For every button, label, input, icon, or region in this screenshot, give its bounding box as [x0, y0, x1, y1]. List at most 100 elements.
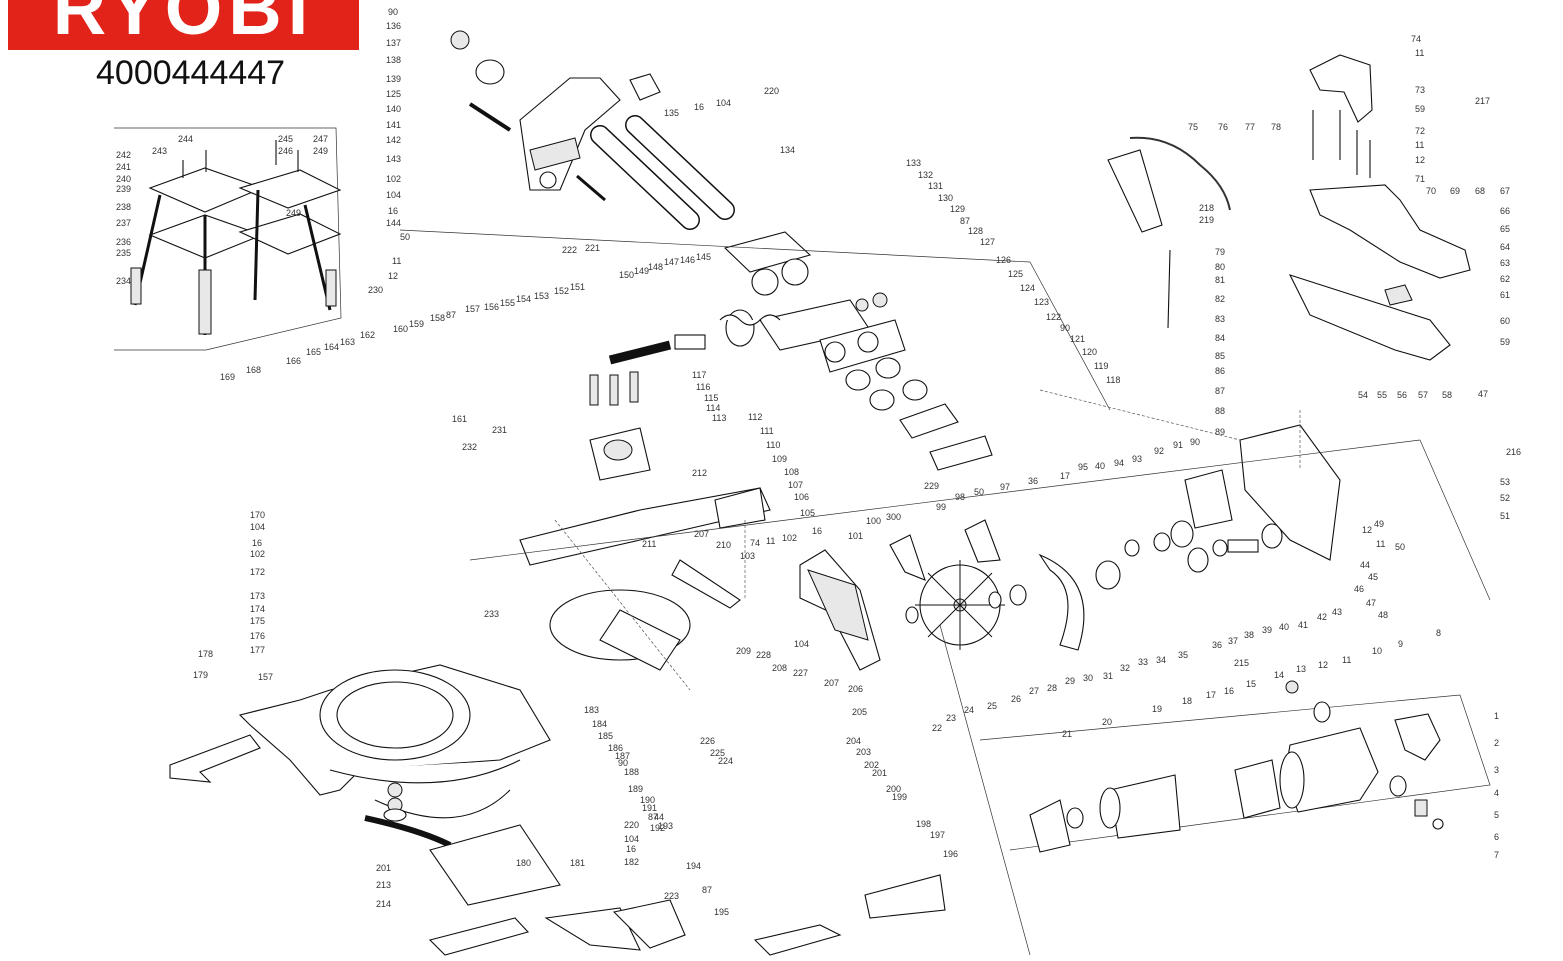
callout-146: 146 — [680, 255, 695, 265]
callout-43: 43 — [1332, 607, 1342, 617]
miter-table-base — [169, 589, 691, 848]
callout-36: 36 — [1028, 476, 1038, 486]
saw-blade-guard — [889, 519, 1085, 651]
callout-220: 220 — [624, 820, 639, 830]
callout-18: 18 — [1182, 696, 1192, 706]
callout-70: 70 — [1426, 186, 1436, 196]
callout-111: 111 — [760, 426, 774, 436]
callout-1: 1 — [1494, 711, 1499, 721]
callout-213: 213 — [376, 880, 391, 890]
callout-198: 198 — [916, 819, 931, 829]
callout-168: 168 — [246, 365, 261, 375]
callout-220: 220 — [764, 86, 779, 96]
callout-89: 89 — [1215, 427, 1225, 437]
callout-51: 51 — [1500, 511, 1510, 521]
callout-125: 125 — [1008, 269, 1023, 279]
callout-133: 133 — [906, 158, 921, 168]
callout-79: 79 — [1215, 247, 1225, 257]
callout-78: 78 — [1271, 122, 1281, 132]
callout-labels: 9013613713813912514014114214310210416144… — [116, 7, 1521, 917]
callout-132: 132 — [918, 170, 933, 180]
callout-50: 50 — [974, 487, 984, 497]
callout-181: 181 — [570, 858, 585, 868]
callout-227: 227 — [793, 668, 808, 678]
callout-92: 92 — [1154, 446, 1164, 456]
callout-95: 95 — [1078, 462, 1088, 472]
callout-30: 30 — [1083, 673, 1093, 683]
callout-150: 150 — [619, 270, 634, 280]
callout-157: 157 — [465, 304, 480, 314]
callout-216: 216 — [1506, 447, 1521, 457]
callout-156: 156 — [484, 302, 499, 312]
callout-74: 74 — [1411, 34, 1421, 44]
callout-128: 128 — [968, 226, 983, 236]
callout-67: 67 — [1500, 186, 1510, 196]
callout-8: 8 — [1436, 628, 1441, 638]
callout-41: 41 — [1298, 620, 1308, 630]
callout-183: 183 — [584, 705, 599, 715]
callout-188: 188 — [624, 767, 639, 777]
callout-142: 142 — [386, 135, 401, 145]
callout-185: 185 — [598, 731, 613, 741]
callout-117: 117 — [692, 370, 706, 380]
callout-88: 88 — [1215, 406, 1225, 416]
callout-206: 206 — [848, 684, 863, 694]
callout-130: 130 — [938, 193, 953, 203]
callout-179: 179 — [193, 670, 208, 680]
part-number: 4000444447 — [96, 54, 286, 92]
callout-237: 237 — [116, 218, 131, 228]
callout-11: 11 — [1415, 48, 1424, 58]
callout-85: 85 — [1215, 351, 1225, 361]
callout-119: 119 — [1094, 361, 1108, 371]
callout-134: 134 — [780, 145, 795, 155]
callout-27: 27 — [1029, 686, 1039, 696]
callout-169: 169 — [220, 372, 235, 382]
callout-46: 46 — [1354, 584, 1364, 594]
callout-221: 221 — [585, 243, 600, 253]
callout-28: 28 — [1047, 683, 1057, 693]
callout-40: 40 — [1095, 461, 1105, 471]
callout-209: 209 — [736, 646, 751, 656]
callout-170: 170 — [250, 510, 265, 520]
callout-11: 11 — [392, 256, 401, 266]
callout-16: 16 — [626, 844, 636, 854]
callout-226: 226 — [700, 736, 715, 746]
callout-176: 176 — [250, 631, 265, 641]
callout-203: 203 — [856, 747, 871, 757]
callout-38: 38 — [1244, 630, 1254, 640]
callout-48: 48 — [1378, 610, 1388, 620]
callout-98: 98 — [955, 492, 965, 502]
callout-73: 73 — [1415, 85, 1425, 95]
callout-114: 114 — [706, 403, 720, 413]
callout-17: 17 — [1060, 471, 1070, 481]
callout-104: 104 — [250, 522, 265, 532]
callout-189: 189 — [628, 784, 643, 794]
callout-57: 57 — [1418, 390, 1428, 400]
callout-36: 36 — [1212, 640, 1222, 650]
callout-204: 204 — [846, 736, 861, 746]
callout-126: 126 — [996, 255, 1011, 265]
callout-123: 123 — [1034, 297, 1049, 307]
callout-229: 229 — [924, 481, 939, 491]
callout-91: 91 — [1173, 440, 1183, 450]
callout-246: 246 — [278, 146, 293, 156]
callout-154: 154 — [516, 294, 531, 304]
callout-196: 196 — [943, 849, 958, 859]
callout-102: 102 — [250, 549, 265, 559]
callout-6: 6 — [1494, 832, 1499, 842]
callout-129: 129 — [950, 204, 965, 214]
callout-140: 140 — [386, 104, 401, 114]
callout-177: 177 — [250, 645, 265, 655]
callout-174: 174 — [250, 604, 265, 614]
callout-104: 104 — [624, 834, 639, 844]
callout-201: 201 — [872, 768, 887, 778]
callout-80: 80 — [1215, 262, 1225, 272]
callout-7: 7 — [1494, 850, 1499, 860]
callout-175: 175 — [250, 616, 265, 626]
callout-11: 11 — [1415, 140, 1424, 150]
callout-184: 184 — [592, 719, 607, 729]
callout-161: 161 — [452, 414, 467, 424]
callout-25: 25 — [987, 701, 997, 711]
callout-195: 195 — [714, 907, 729, 917]
callout-64: 64 — [1500, 242, 1510, 252]
